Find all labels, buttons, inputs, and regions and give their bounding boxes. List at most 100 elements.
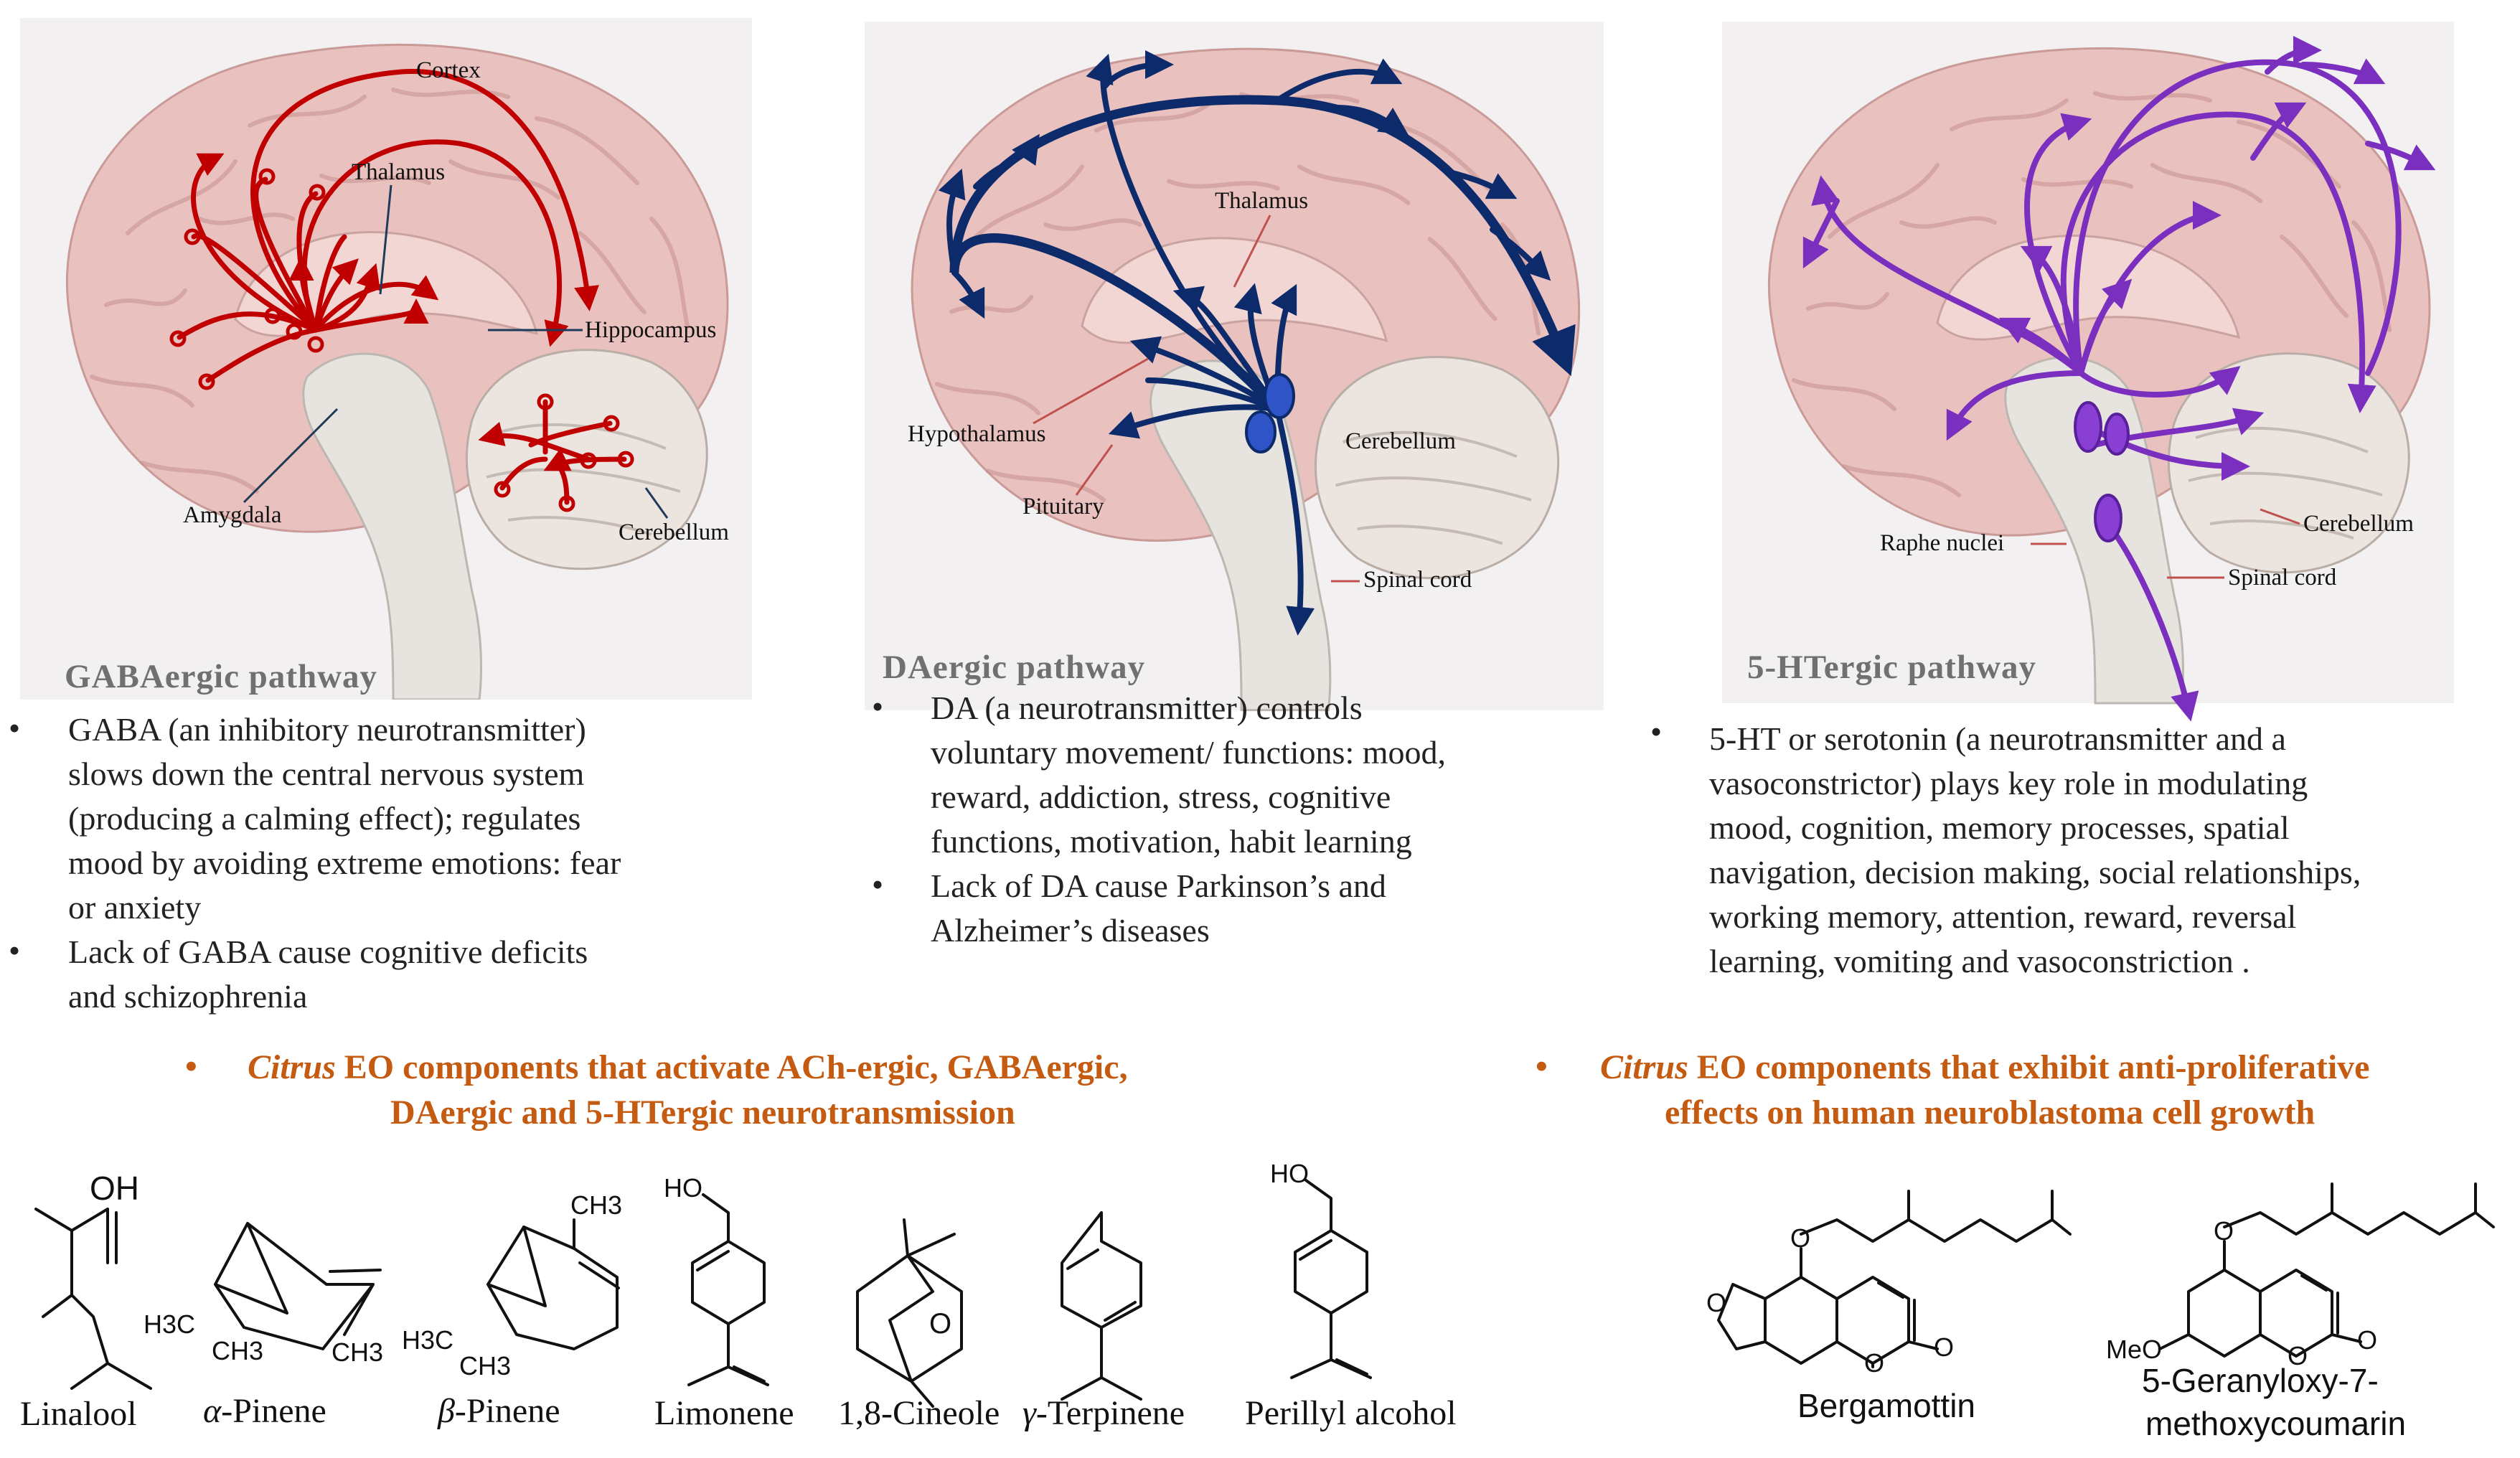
svg-text:•: • (9, 710, 20, 746)
svg-text:voluntary movement/ functions:: voluntary movement/ functions: mood, (931, 734, 1446, 771)
da-pathway-title: DAergic pathway (883, 649, 1145, 686)
svg-text:Lack of DA cause Parkinson’s a: Lack of DA cause Parkinson’s and (931, 867, 1386, 904)
svg-text:GABA (an inhibitory neurotrans: GABA (an inhibitory neurotransmitter) (68, 711, 586, 748)
gaba-brain-illustration: Cortex Thalamus Hippocampus Amygdala Cer… (20, 18, 752, 700)
svg-text:β-Pinene: β-Pinene (437, 1392, 560, 1430)
svg-text:•: • (872, 688, 883, 725)
raphe-nucleus-2 (2104, 413, 2130, 456)
cineole-label: 1,8-Cineole (838, 1394, 1000, 1432)
section-heading-right: • Citrus EO components that exhibit anti… (1536, 1048, 2369, 1132)
label-thalamus: Thalamus (352, 159, 445, 185)
svg-text:•: • (9, 932, 20, 969)
label-spinal-cord-da: Spinal cord (1363, 567, 1472, 593)
svg-text:O: O (1934, 1332, 1954, 1362)
svg-text:(producing a calming effect);: (producing a calming effect); regulates (68, 800, 580, 837)
svg-text:DA (a neurotransmitter) contro: DA (a neurotransmitter) controls (931, 690, 1363, 726)
svg-text:effects on human neuroblastoma: effects on human neuroblastoma cell grow… (1665, 1094, 2315, 1132)
svg-text:reward, addiction, stress, cog: reward, addiction, stress, cognitive (931, 779, 1391, 815)
svg-text:O: O (1706, 1288, 1726, 1317)
bergamottin-structure: O O O O Bergamottin (1706, 1190, 2072, 1424)
svg-text:CH3: CH3 (570, 1190, 622, 1220)
label-hypothalamus: Hypothalamus (908, 421, 1045, 447)
cineole-structure: O 1,8-Cineole (838, 1218, 1000, 1432)
svg-text:or anxiety: or anxiety (68, 889, 201, 926)
svg-text:OH: OH (90, 1170, 139, 1207)
perillyl-alcohol-structure: HO Perillyl alcohol (1245, 1159, 1457, 1432)
gaba-pathway-title: GABAergic pathway (65, 658, 377, 695)
geranyloxy-label-line1: 5-Geranyloxy-7- (2142, 1362, 2379, 1399)
da-nucleus-2 (1245, 410, 1277, 453)
gamma-terpinene-structure: γ-Terpinene (1022, 1211, 1185, 1432)
geranyloxy-label-line2: methoxycoumarin (2145, 1405, 2406, 1442)
da-pathway-arrows (938, 50, 1576, 636)
svg-text:vasoconstrictor) plays key rol: vasoconstrictor) plays key role in modul… (1709, 765, 2308, 801)
svg-text:working memory, attention, rew: working memory, attention, reward, rever… (1709, 898, 2296, 935)
label-spinal-cord-5ht: Spinal cord (2228, 565, 2337, 591)
svg-text:MeO: MeO (2106, 1335, 2162, 1364)
svg-text:•: • (1650, 713, 1662, 750)
svg-text:and schizophrenia: and schizophrenia (68, 978, 307, 1015)
svg-text:•: • (872, 866, 883, 903)
label-cerebellum: Cerebellum (619, 519, 729, 545)
gaba-pathway-arrows (177, 69, 627, 505)
svg-text:O: O (1864, 1348, 1884, 1378)
da-nucleus-1 (1264, 373, 1295, 419)
svg-text:Alzheimer’s diseases: Alzheimer’s diseases (931, 912, 1210, 949)
svg-text:DAergic and 5-HTergic neurotra: DAergic and 5-HTergic neurotransmission (390, 1094, 1015, 1132)
svg-text:O: O (2214, 1216, 2234, 1246)
label-cerebellum-da: Cerebellum (1345, 428, 1456, 454)
bergamottin-label: Bergamottin (1797, 1387, 1975, 1424)
svg-text:O: O (2357, 1325, 2377, 1355)
svg-text:CH3: CH3 (332, 1337, 383, 1367)
svg-text:mood, cognition, memory proces: mood, cognition, memory processes, spati… (1709, 809, 2290, 846)
da-bullets: • DA (a neurotransmitter) controls volun… (872, 688, 1446, 949)
svg-text:navigation, decision making, s: navigation, decision making, social rela… (1709, 854, 2361, 890)
label-amygdala: Amygdala (183, 502, 282, 528)
svg-text:learning, vomiting and vasocon: learning, vomiting and vasoconstriction … (1709, 943, 2250, 979)
5ht-pathway-arrows (1802, 36, 2436, 722)
svg-text:O: O (929, 1308, 951, 1340)
svg-text:Citrus EO components that exhi: Citrus EO components that exhibit anti-p… (1600, 1048, 2369, 1086)
svg-text:functions, motivation, habit l: functions, motivation, habit learning (931, 823, 1412, 860)
da-brain-illustration: Thalamus Hypothalamus Pituitary Cerebell… (865, 22, 1604, 710)
svg-text:H3C: H3C (144, 1309, 195, 1339)
linalool-structure: OH Linalool (20, 1170, 152, 1433)
svg-text:CH3: CH3 (459, 1351, 511, 1381)
svg-text:•: • (1536, 1048, 1548, 1086)
svg-text:HO: HO (664, 1173, 702, 1203)
5ht-brain-illustration: Raphe nuclei Cerebellum Spinal cord (1722, 22, 2454, 722)
svg-text:HO: HO (1270, 1159, 1309, 1188)
svg-text:Citrus EO components that acti: Citrus EO components that activate ACh-e… (248, 1048, 1128, 1086)
svg-text:5-HT or serotonin (a neurotran: 5-HT or serotonin (a neurotransmitter an… (1709, 720, 2286, 757)
svg-text:O: O (2288, 1341, 2308, 1370)
raphe-nucleus-1 (2074, 401, 2102, 453)
limonene-label: Limonene (654, 1394, 794, 1432)
svg-text:H3C: H3C (402, 1325, 453, 1355)
geranyloxy-methoxycoumarin-structure: O O O MeO 5-Geranyloxy-7- methoxycoumari… (2106, 1182, 2495, 1442)
label-cerebellum-5ht: Cerebellum (2303, 511, 2414, 537)
svg-text:γ-Terpinene: γ-Terpinene (1022, 1394, 1185, 1432)
svg-text:α-Pinene: α-Pinene (203, 1392, 326, 1430)
5ht-bullets: • 5-HT or serotonin (a neurotransmitter … (1650, 713, 2361, 979)
label-hippocampus: Hippocampus (585, 317, 716, 343)
section-heading-left: • Citrus EO components that activate ACh… (185, 1048, 1128, 1132)
raphe-nucleus-3 (2094, 494, 2122, 542)
perillyl-alcohol-label: Perillyl alcohol (1245, 1394, 1457, 1432)
alpha-pinene-structure: H3C CH3 CH3 α-Pinene (144, 1222, 383, 1430)
svg-text:mood by avoiding extreme emoti: mood by avoiding extreme emotions: fear (68, 845, 621, 881)
svg-text:CH3: CH3 (212, 1336, 263, 1365)
limonene-structure: HO Limonene (654, 1173, 794, 1432)
label-raphe-nuclei: Raphe nuclei (1880, 530, 2004, 556)
beta-pinene-structure: CH3 H3C CH3 β-Pinene (402, 1190, 622, 1430)
svg-text:O: O (1790, 1223, 1810, 1253)
linalool-label: Linalool (20, 1395, 137, 1433)
gaba-bullets: • GABA (an inhibitory neurotransmitter) … (9, 710, 621, 1015)
svg-text:•: • (185, 1048, 197, 1086)
label-thalamus-da: Thalamus (1215, 188, 1308, 214)
label-pituitary: Pituitary (1022, 494, 1104, 519)
5ht-pathway-title: 5-HTergic pathway (1747, 649, 2036, 686)
label-cortex: Cortex (416, 57, 481, 83)
svg-text:Lack of GABA cause cognitive d: Lack of GABA cause cognitive deficits (68, 933, 588, 970)
svg-text:slows down the central nervous: slows down the central nervous system (68, 756, 584, 792)
gaba-neuron-terminals (169, 168, 634, 512)
